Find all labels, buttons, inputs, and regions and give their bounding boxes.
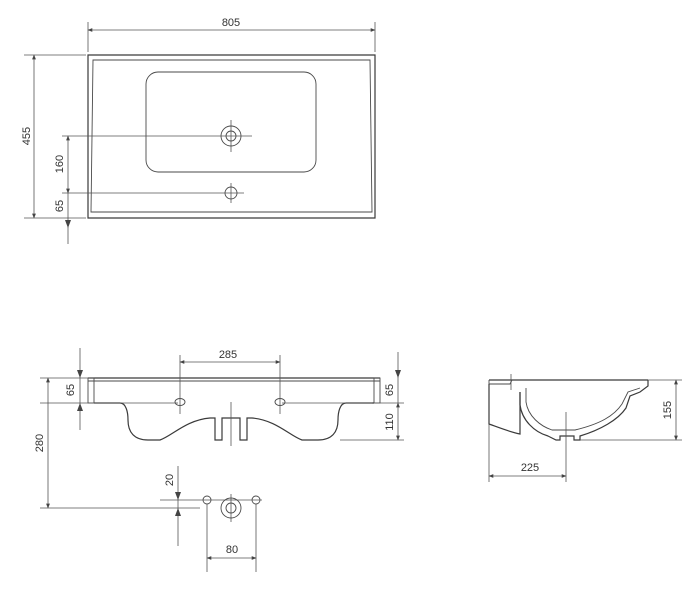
side-view: 155 225 [488,374,682,482]
drain-offset-dimension-label: 20 [164,474,176,486]
width-dimension-label: 805 [222,17,240,29]
top-view-basin-outline [87,54,376,219]
tap-spacing-dimension-label: 285 [219,349,237,361]
front-view-left-end [87,377,95,404]
overflow-offset-dimension-label: 65 [54,200,66,212]
side-view-body-profile [519,380,649,441]
bowl-depth-dimension-label: 110 [384,413,396,431]
side-height-dimension-label: 155 [662,401,674,419]
rim-height-right-dimension-label: 65 [384,384,396,396]
depth-dimension-label: 455 [21,127,33,145]
side-drain-depth-dimension-label: 225 [521,462,539,474]
dim-arrow [175,492,181,500]
top-view-bowl [145,71,317,173]
total-height-dimension-label: 280 [34,434,46,452]
top-view: 805 455 160 65 [21,17,376,244]
side-view-bowl-inner [525,387,641,431]
dim-arrow [175,508,181,516]
dim-arrow [395,370,401,378]
side-view-body-back [488,384,521,435]
dim-arrow [77,403,83,411]
tap-offset-dimension-label: 160 [54,155,66,173]
drain-spacing-dimension-label: 80 [226,544,238,556]
top-view-rim-inner [90,59,373,213]
front-view: 285 65 280 65 110 20 [34,348,404,572]
rim-height-left-dimension-label: 65 [65,384,77,396]
dim-arrow [65,220,71,228]
dim-arrow [77,370,83,378]
front-view-right-end [373,377,381,404]
front-view-body-profile [94,402,374,441]
